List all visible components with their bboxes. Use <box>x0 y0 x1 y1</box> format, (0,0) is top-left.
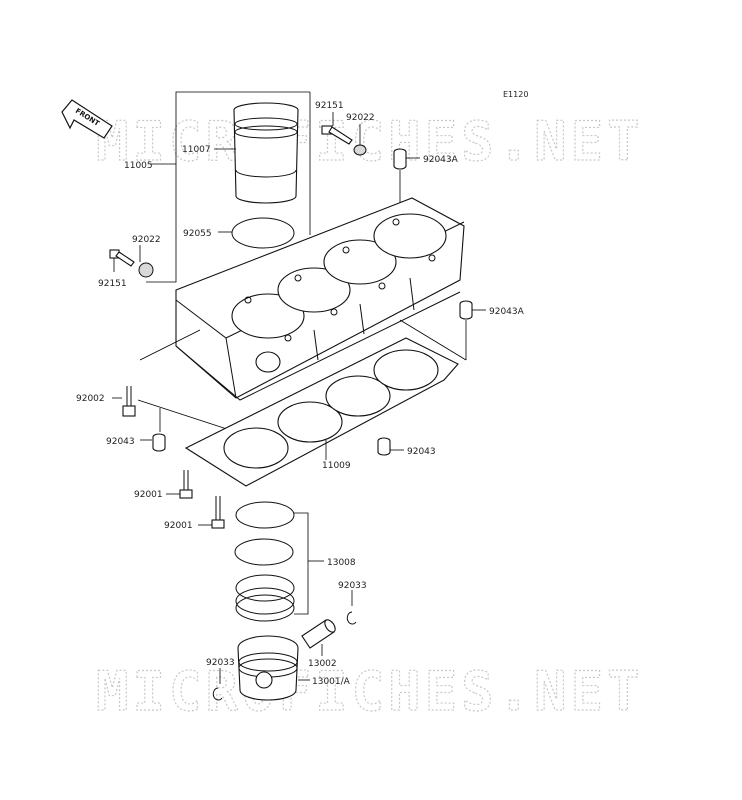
label-13001a: 13001/A <box>312 677 351 687</box>
label-92033-right: 92033 <box>338 581 367 591</box>
label-92043a-top: 92043A <box>423 155 459 165</box>
bolt-92151-left <box>109 249 135 267</box>
label-92002: 92002 <box>76 394 105 404</box>
label-92043-left: 92043 <box>106 437 135 447</box>
label-92043-right: 92043 <box>407 447 436 457</box>
label-13002: 13002 <box>308 659 337 669</box>
cylinder-block <box>175 197 465 401</box>
dowel-92043-right <box>377 437 391 456</box>
diagram-code: E1120 <box>503 90 528 99</box>
bolt-92002 <box>122 386 136 417</box>
label-92022-left: 92022 <box>132 235 161 245</box>
bracket-11005 <box>146 91 311 283</box>
bolt-92001-a <box>179 470 193 499</box>
label-92022-top: 92022 <box>346 113 375 123</box>
circlip-92033-right <box>346 611 357 625</box>
bolt-92001-b <box>211 496 225 529</box>
label-92055: 92055 <box>183 229 212 239</box>
bolt-92151-top <box>321 125 353 145</box>
dowel-92043a-right <box>459 300 473 320</box>
piston-pin <box>301 619 336 649</box>
piston <box>237 635 299 701</box>
dowel-92043a-top <box>393 148 407 170</box>
label-92001-a: 92001 <box>134 490 163 500</box>
label-11009: 11009 <box>322 461 351 471</box>
piston-rings <box>234 501 295 622</box>
label-11005: 11005 <box>124 161 153 171</box>
o-ring <box>231 217 295 249</box>
label-11007: 11007 <box>182 145 211 155</box>
watermark-top: MICROFICHES.NET <box>96 110 644 173</box>
dowel-92043-left <box>152 433 166 452</box>
label-13008: 13008 <box>327 558 356 568</box>
washer-92022-left <box>138 262 154 278</box>
label-92043a-right: 92043A <box>489 307 525 317</box>
label-92151-top: 92151 <box>315 101 344 111</box>
cylinder-sleeve <box>233 102 299 204</box>
washer-92022-top <box>353 144 367 156</box>
label-92151-left: 92151 <box>98 279 127 289</box>
circlip-92033-left <box>212 687 223 701</box>
watermark-bottom: MICROFICHES.NET <box>96 660 644 723</box>
label-92033-left: 92033 <box>206 658 235 668</box>
head-gasket <box>184 337 459 487</box>
label-92001-b: 92001 <box>164 521 193 531</box>
